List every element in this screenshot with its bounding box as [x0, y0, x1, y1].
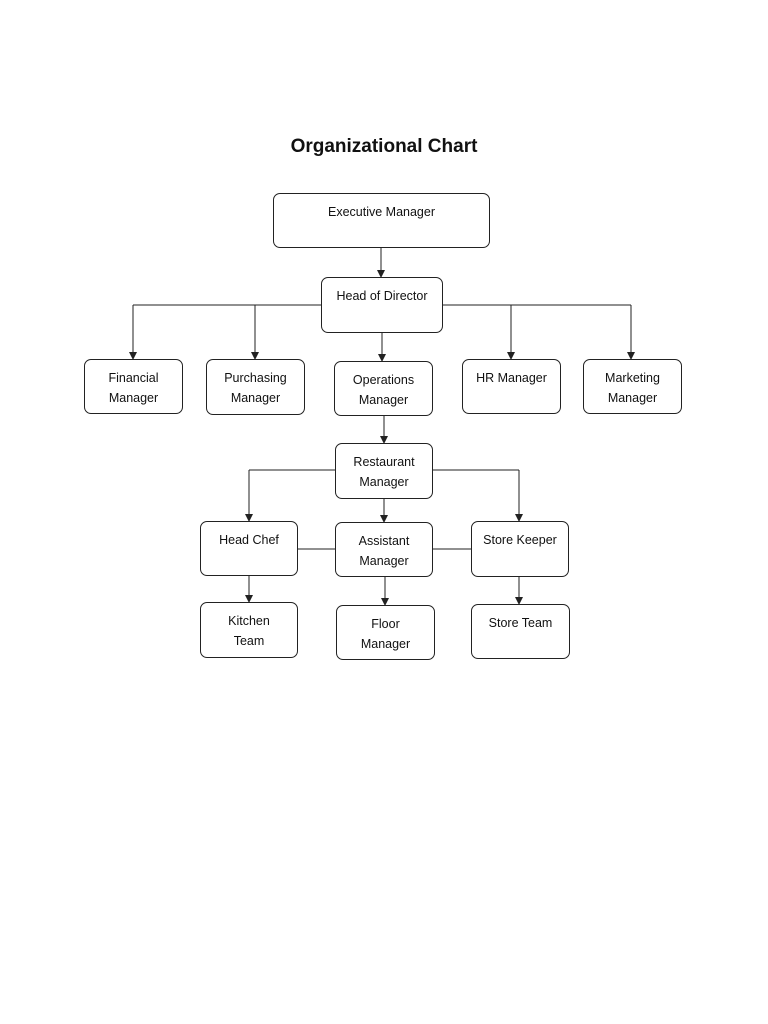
node-store-keeper: Store Keeper: [471, 521, 569, 577]
node-store-team: Store Team: [471, 604, 570, 659]
node-executive-manager: Executive Manager: [273, 193, 490, 248]
node-label: Floor Manager: [360, 617, 411, 651]
node-label: Assistant Manager: [358, 534, 410, 568]
node-label: Restaurant Manager: [353, 455, 415, 489]
node-label: Kitchen Team: [228, 614, 270, 648]
node-kitchen-team: Kitchen Team: [200, 602, 298, 658]
node-label: Operations Manager: [352, 373, 415, 407]
node-hr-manager: HR Manager: [462, 359, 561, 414]
node-label: HR Manager: [476, 371, 547, 385]
node-label: Store Team: [488, 616, 553, 630]
node-financial-manager: Financial Manager: [84, 359, 183, 414]
node-assistant-manager: Assistant Manager: [335, 522, 433, 577]
node-label: Executive Manager: [327, 205, 435, 219]
node-restaurant-manager: Restaurant Manager: [335, 443, 433, 499]
node-label: Head Chef: [219, 533, 279, 547]
node-label: Store Keeper: [483, 533, 557, 547]
node-head-chef: Head Chef: [200, 521, 298, 576]
node-head-of-director: Head of Director: [321, 277, 443, 333]
node-label: Financial Manager: [108, 371, 159, 405]
node-operations-manager: Operations Manager: [334, 361, 433, 416]
node-purchasing-manager: Purchasing Manager: [206, 359, 305, 415]
node-label: Purchasing Manager: [224, 371, 287, 405]
node-floor-manager: Floor Manager: [336, 605, 435, 660]
node-label: Marketing Manager: [605, 371, 660, 405]
node-marketing-manager: Marketing Manager: [583, 359, 682, 414]
node-label: Head of Director: [336, 289, 428, 303]
chart-title: Organizational Chart: [290, 136, 478, 157]
